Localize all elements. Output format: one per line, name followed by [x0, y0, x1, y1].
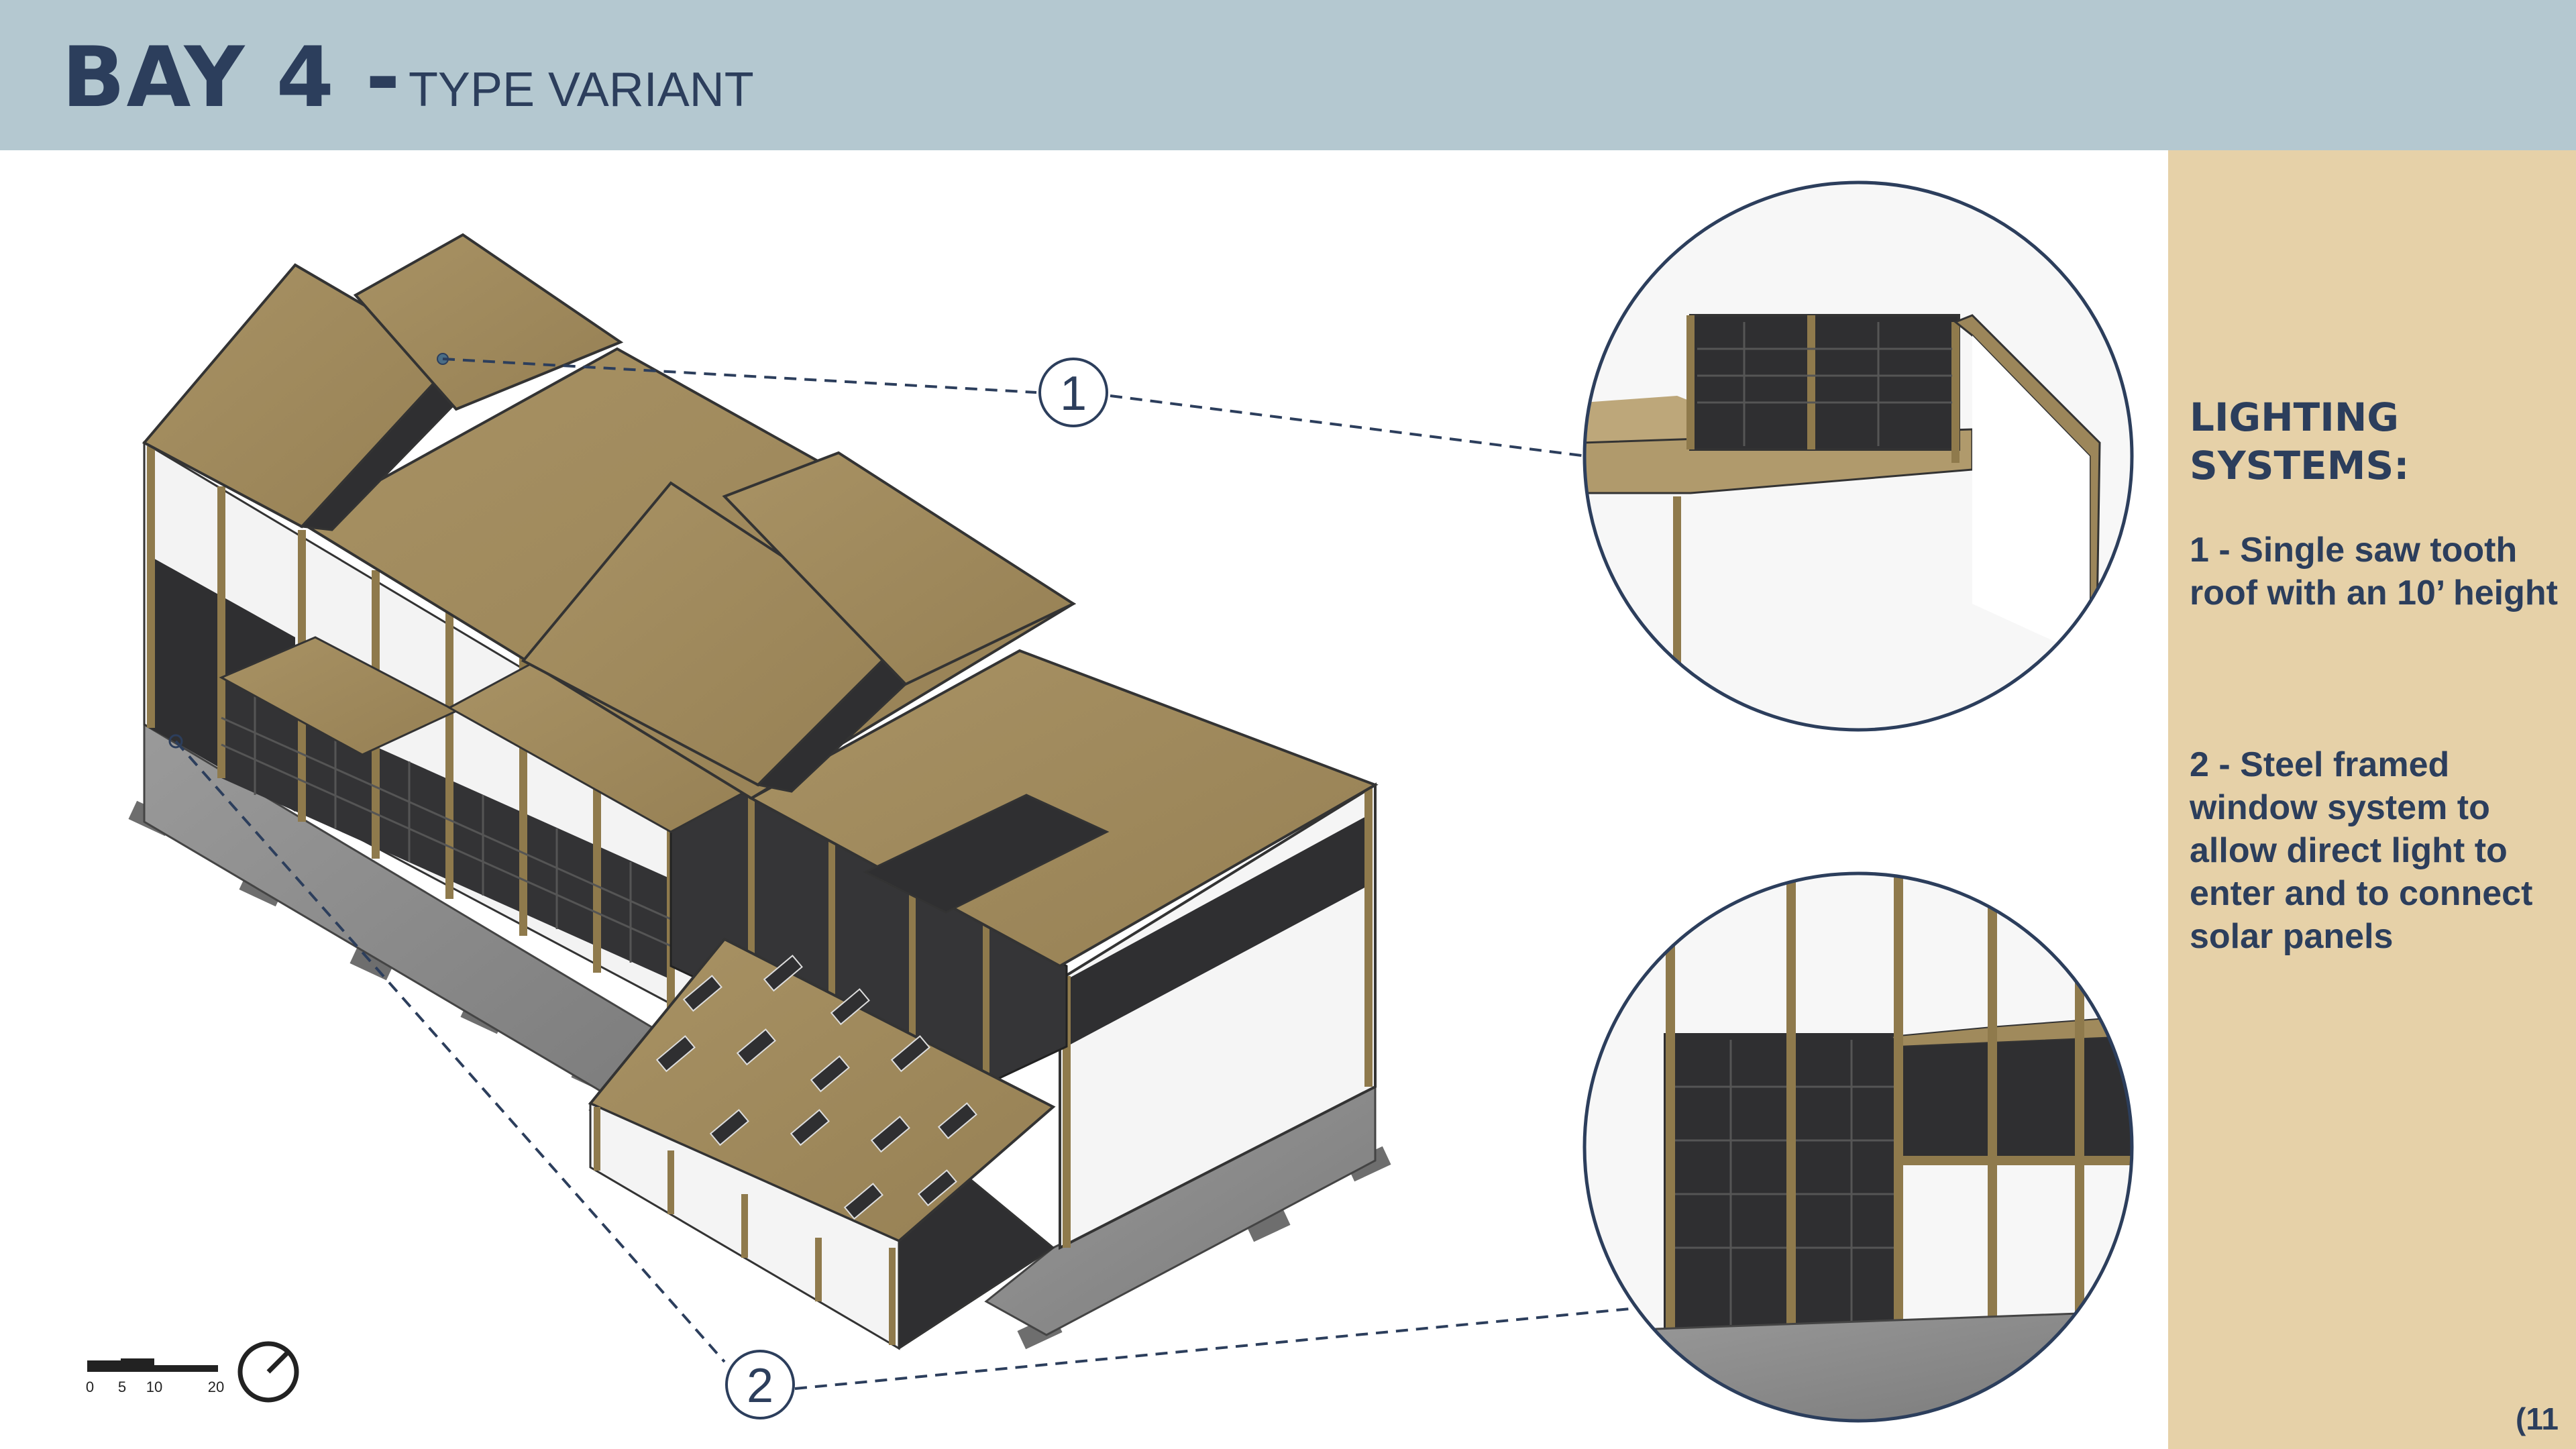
title-subtitle: TYPE VARIANT — [408, 63, 754, 117]
lighting-item-2: 2 - Steel framed window system to allow … — [2190, 745, 2533, 956]
page-number: (11 — [2516, 1401, 2559, 1436]
window-grid — [221, 691, 672, 963]
building-axonometric — [128, 233, 1391, 1350]
scale-bar: 0 5 10 20 — [86, 1358, 224, 1395]
callout-2-number: 2 — [747, 1359, 773, 1413]
scale-tick-0: 0 — [86, 1379, 94, 1395]
callout-2: 2 — [725, 1350, 795, 1419]
clerestory-band — [1067, 815, 1368, 1046]
leader-lines — [174, 358, 1638, 1390]
roof-opening — [863, 794, 1110, 914]
callout-1-number: 1 — [1060, 367, 1087, 421]
scale-tick-5: 5 — [118, 1379, 126, 1395]
front-roof — [748, 649, 1379, 968]
scale-tick-10: 10 — [146, 1379, 162, 1395]
callout-1: 1 — [1038, 358, 1108, 427]
lighting-item-1: 1 - Single saw tooth roof with an 10’ he… — [2190, 531, 2558, 612]
sidebar-heading: LIGHTING SYSTEMS: — [2190, 394, 2410, 488]
detail-circle-2 — [1582, 871, 2134, 1423]
callout-marker-2 — [168, 734, 183, 749]
title-bay: BAY 4 - — [62, 30, 402, 126]
page-title: BAY 4 - TYPE VARIANT — [62, 30, 754, 126]
north-arrow-icon — [237, 1341, 299, 1403]
sawtooth-roof-2-back — [722, 451, 1077, 686]
header-bar: BAY 4 - TYPE VARIANT — [0, 0, 2576, 150]
sidebar-panel: LIGHTING SYSTEMS: 1 - Single saw tooth r… — [2168, 150, 2576, 1449]
detail-circle-1 — [1582, 180, 2134, 732]
scale-tick-20: 20 — [208, 1379, 224, 1395]
solar-canopy — [588, 937, 1056, 1350]
